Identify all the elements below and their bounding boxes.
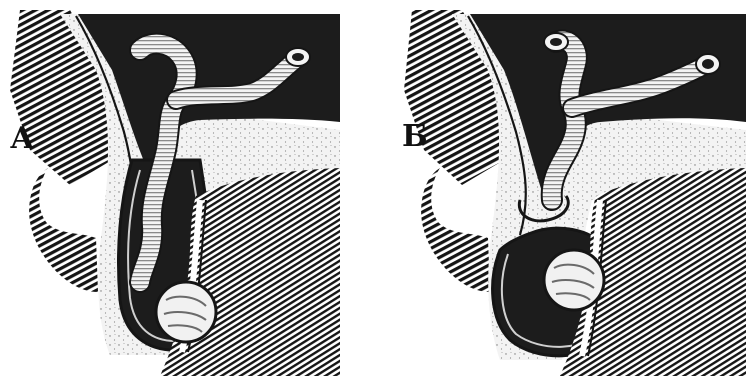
- penis-outline: [29, 168, 98, 292]
- panel-label-b: Б: [402, 122, 428, 152]
- penis-outline-b: [421, 168, 490, 292]
- panel-b-drawing: [404, 10, 746, 376]
- panel-label-a: А: [10, 124, 34, 154]
- panel-a-drawing: [10, 10, 340, 376]
